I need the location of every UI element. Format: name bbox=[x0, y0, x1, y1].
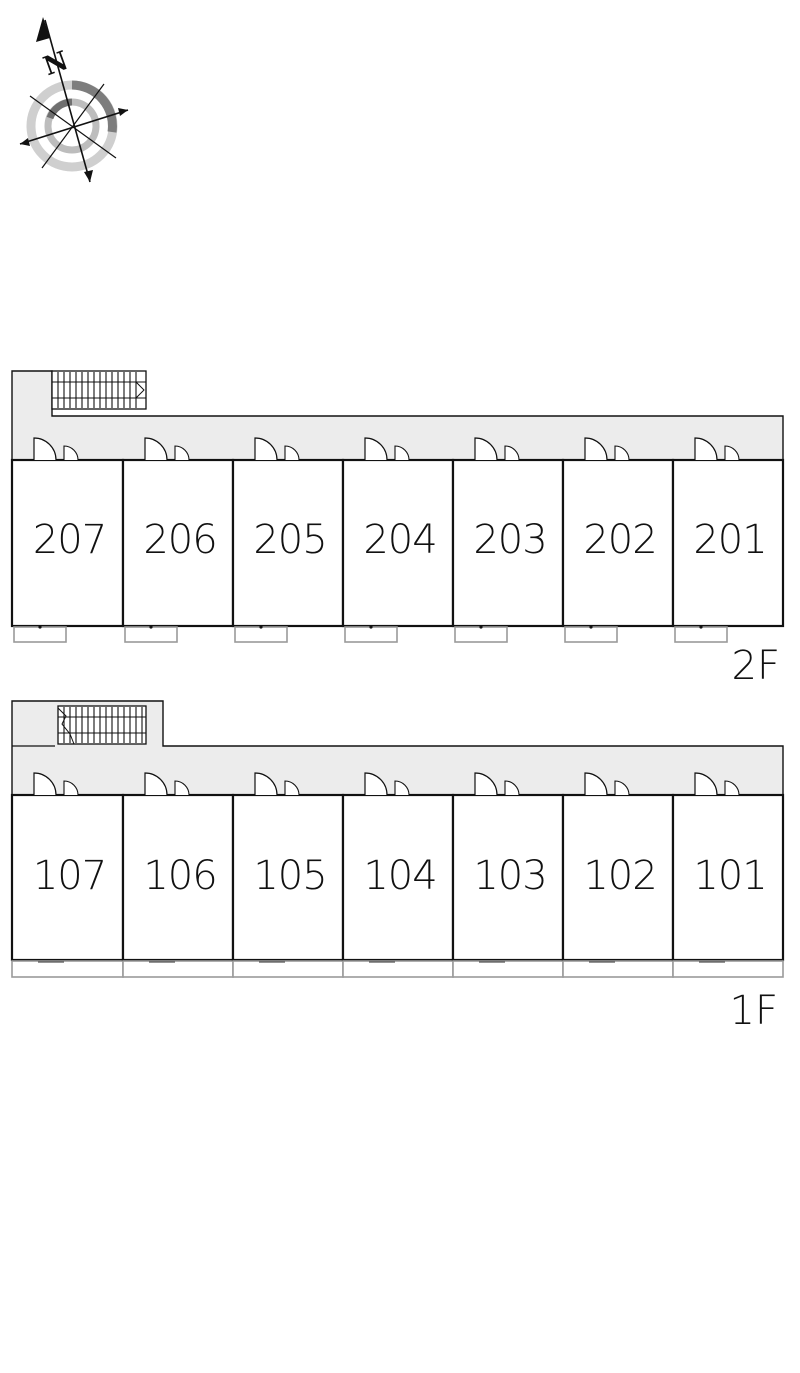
unit-room bbox=[671, 793, 785, 962]
entrance-door-icon bbox=[254, 437, 300, 461]
balcony bbox=[672, 960, 784, 978]
unit-number: 205 bbox=[253, 517, 326, 563]
unit-1f-104: 104 bbox=[341, 772, 455, 978]
balcony bbox=[13, 626, 67, 643]
unit-1f-105: 105 bbox=[231, 772, 345, 978]
entrance-door-icon bbox=[33, 772, 79, 796]
entrance-door-icon bbox=[474, 772, 520, 796]
unit-1f-101: 101 bbox=[671, 772, 785, 978]
unit-number: 103 bbox=[473, 853, 546, 899]
unit-1f-106: 106 bbox=[121, 772, 235, 978]
unit-number: 204 bbox=[363, 517, 436, 563]
entrance-door-icon bbox=[364, 437, 410, 461]
unit-number: 201 bbox=[693, 517, 766, 563]
unit-number: 106 bbox=[143, 853, 216, 899]
unit-room bbox=[231, 793, 345, 962]
unit-2f-207: 207 bbox=[10, 437, 125, 643]
balcony bbox=[674, 626, 728, 643]
entrance-door-icon bbox=[474, 437, 520, 461]
balcony bbox=[342, 960, 454, 978]
balcony bbox=[564, 626, 618, 643]
entrance-door-icon bbox=[584, 772, 630, 796]
unit-1f-103: 103 bbox=[451, 772, 565, 978]
balcony bbox=[11, 960, 124, 978]
unit-room bbox=[121, 458, 235, 628]
balcony bbox=[122, 960, 234, 978]
floor-label-2f: 2F bbox=[732, 643, 780, 689]
entrance-door-icon bbox=[584, 437, 630, 461]
compass-north-label: N bbox=[40, 46, 73, 82]
balcony bbox=[562, 960, 674, 978]
staircase-1f bbox=[57, 705, 147, 745]
unit-room bbox=[341, 458, 455, 628]
balcony bbox=[454, 626, 508, 643]
balcony bbox=[232, 960, 344, 978]
unit-2f-203: 203 bbox=[451, 437, 565, 643]
unit-room bbox=[10, 793, 125, 962]
unit-number: 102 bbox=[583, 853, 656, 899]
unit-1f-107: 107 bbox=[10, 772, 125, 978]
balcony bbox=[452, 960, 564, 978]
unit-2f-205: 205 bbox=[231, 437, 345, 643]
entrance-door-icon bbox=[33, 437, 79, 461]
unit-2f-204: 204 bbox=[341, 437, 455, 643]
balcony bbox=[344, 626, 398, 643]
entrance-door-icon bbox=[694, 772, 740, 796]
staircase-2f bbox=[51, 370, 147, 410]
unit-room bbox=[451, 458, 565, 628]
floor-2f-plan: 207 206 205 204 203 202 201 2F bbox=[10, 370, 785, 689]
unit-room bbox=[231, 458, 345, 628]
unit-number: 104 bbox=[363, 853, 436, 899]
unit-number: 107 bbox=[33, 853, 106, 899]
unit-number: 105 bbox=[253, 853, 326, 899]
balcony bbox=[234, 626, 288, 643]
unit-room bbox=[121, 793, 235, 962]
unit-room bbox=[561, 793, 675, 962]
unit-number: 101 bbox=[693, 853, 766, 899]
entrance-door-icon bbox=[144, 772, 190, 796]
entrance-door-icon bbox=[254, 772, 300, 796]
entrance-door-icon bbox=[694, 437, 740, 461]
entrance-door-icon bbox=[364, 772, 410, 796]
unit-number: 207 bbox=[33, 517, 106, 563]
floor-1f-plan: 107 106 105 104 103 102 101 1F bbox=[10, 700, 785, 1034]
unit-2f-206: 206 bbox=[121, 437, 235, 643]
balcony bbox=[124, 626, 178, 643]
unit-number: 203 bbox=[473, 517, 546, 563]
unit-2f-201: 201 bbox=[671, 437, 785, 643]
unit-2f-202: 202 bbox=[561, 437, 675, 643]
floor-label-1f: 1F bbox=[730, 988, 778, 1034]
unit-number: 206 bbox=[143, 517, 216, 563]
unit-room bbox=[671, 458, 785, 628]
unit-room bbox=[341, 793, 455, 962]
unit-room bbox=[561, 458, 675, 628]
unit-1f-102: 102 bbox=[561, 772, 675, 978]
compass-rose-icon: N bbox=[19, 17, 129, 183]
unit-number: 202 bbox=[583, 517, 656, 563]
entrance-door-icon bbox=[144, 437, 190, 461]
